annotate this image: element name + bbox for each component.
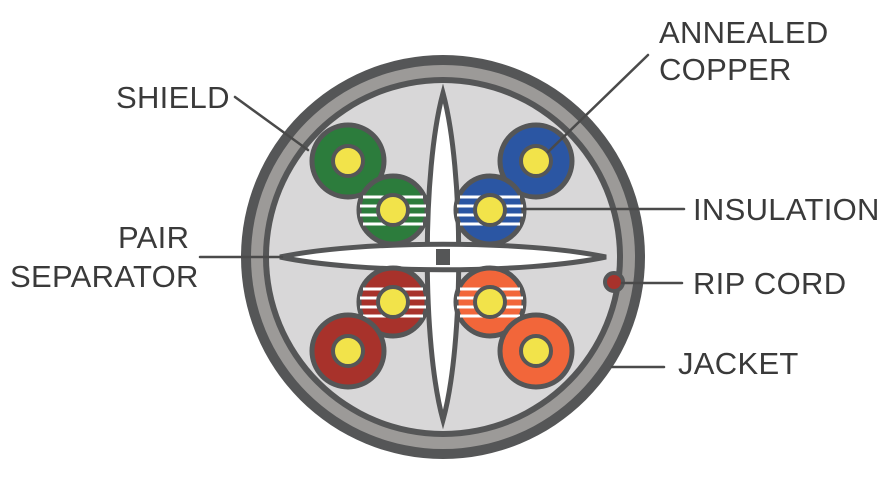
leader-annealed-copper (546, 53, 650, 154)
conductor-orange-striped (453, 265, 527, 339)
label-annealed-copper-line2: COPPER (659, 52, 792, 87)
label-jacket: JACKET (678, 346, 799, 381)
label-rip-cord: RIP CORD (693, 266, 846, 301)
conductor-red-striped (356, 265, 430, 339)
conductor-green-solid (309, 122, 387, 200)
rip-cord (603, 271, 625, 293)
label-annealed-copper-line1: ANNEALED (659, 15, 829, 50)
label-pair-separator-line1: PAIR (118, 220, 189, 255)
pair-separator-center (436, 249, 450, 265)
conductor-blue-solid (497, 122, 575, 200)
conductor-green-striped (356, 173, 430, 247)
label-insulation: INSULATION (693, 192, 880, 227)
conductor-blue-striped (453, 173, 527, 247)
conductor-orange-solid (497, 312, 575, 390)
leader-shield (233, 95, 310, 152)
label-pair-separator-line2: SEPARATOR (10, 259, 199, 294)
label-shield: SHIELD (116, 80, 230, 115)
conductor-red-solid (309, 312, 387, 390)
